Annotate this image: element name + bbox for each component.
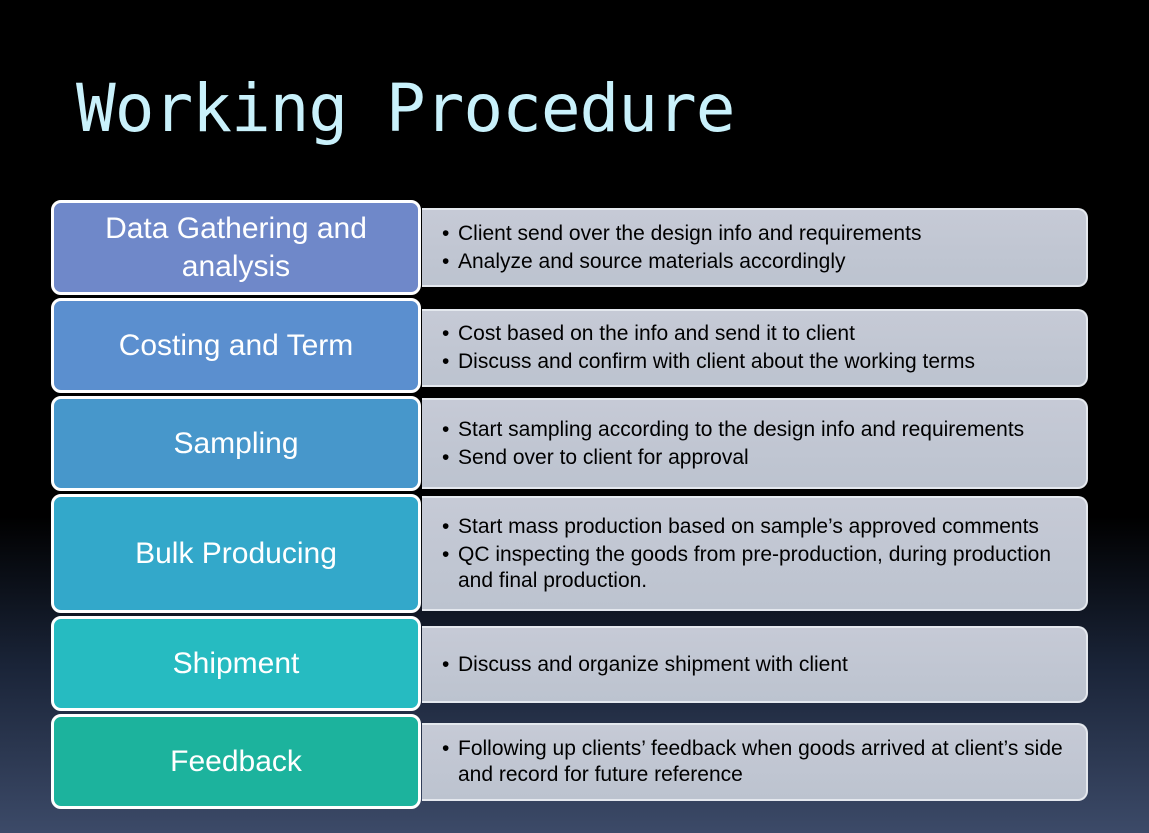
- step-description: Following up clients’ feedback when good…: [422, 723, 1088, 801]
- step-label: Data Gathering and analysis: [51, 200, 421, 295]
- step-description: Client send over the design info and req…: [422, 208, 1088, 287]
- bullet-item: Client send over the design info and req…: [442, 221, 1066, 247]
- bullet-item: Send over to client for approval: [442, 445, 1066, 471]
- bullet-item: Start mass production based on sample’s …: [442, 514, 1066, 540]
- bullet-item: Following up clients’ feedback when good…: [442, 736, 1066, 788]
- bullet-item: Discuss and organize shipment with clien…: [442, 652, 1066, 678]
- bullet-item: Analyze and source materials accordingly: [442, 249, 1066, 275]
- step-label: Feedback: [51, 714, 421, 809]
- slide-title: Working Procedure: [76, 70, 736, 147]
- bullet-list: Discuss and organize shipment with clien…: [442, 650, 1066, 680]
- step-label: Shipment: [51, 616, 421, 711]
- bullet-list: Following up clients’ feedback when good…: [442, 734, 1066, 790]
- bullet-list: Client send over the design info and req…: [442, 219, 1066, 277]
- step-description: Start mass production based on sample’s …: [422, 496, 1088, 611]
- step-label: Bulk Producing: [51, 494, 421, 613]
- step-description: Discuss and organize shipment with clien…: [422, 626, 1088, 703]
- step-label: Sampling: [51, 396, 421, 491]
- bullet-item: Cost based on the info and send it to cl…: [442, 321, 1066, 347]
- bullet-item: Discuss and confirm with client about th…: [442, 349, 1066, 375]
- step-label: Costing and Term: [51, 298, 421, 393]
- bullet-item: QC inspecting the goods from pre-product…: [442, 542, 1066, 594]
- bullet-list: Cost based on the info and send it to cl…: [442, 319, 1066, 377]
- bullet-list: Start sampling according to the design i…: [442, 415, 1066, 473]
- step-description: Start sampling according to the design i…: [422, 398, 1088, 489]
- bullet-item: Start sampling according to the design i…: [442, 417, 1066, 443]
- bullet-list: Start mass production based on sample’s …: [442, 512, 1066, 596]
- step-description: Cost based on the info and send it to cl…: [422, 309, 1088, 387]
